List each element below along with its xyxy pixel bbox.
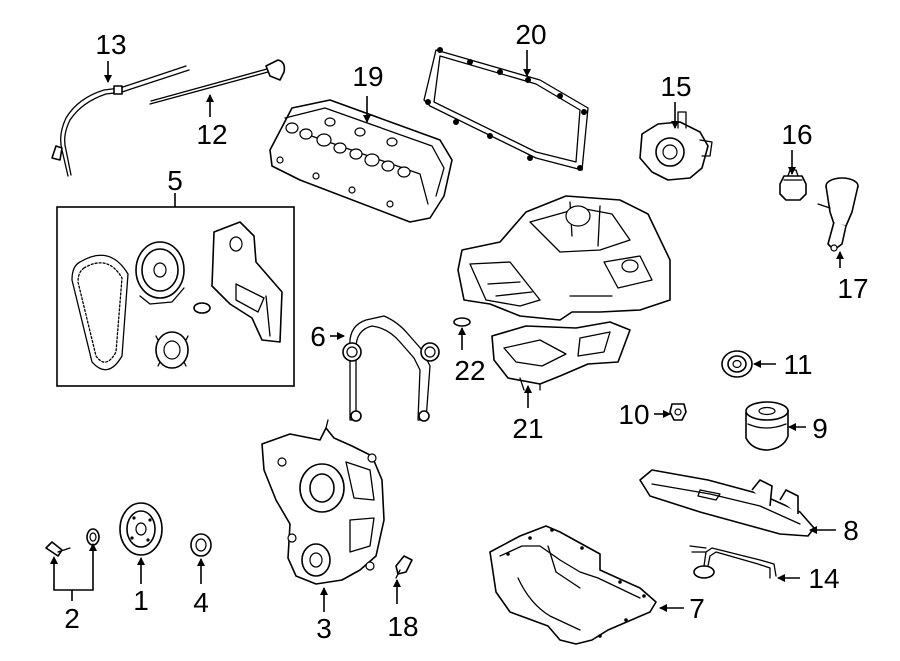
washer-part: [86, 528, 100, 546]
callout-6: 6: [310, 321, 326, 352]
pickup-tube-part: [689, 545, 777, 579]
timing-chain-part: [71, 254, 129, 371]
crank-sprocket-part: [155, 331, 189, 369]
dipstick-part: [149, 59, 286, 105]
oil-filler-tube-part: [817, 177, 859, 252]
callout-22: 22: [454, 355, 485, 386]
callout-labels: 1 2 3 4 5 6 7 8 9 10 11 12 13 14 15 16 1…: [64, 19, 868, 644]
callout-5: 5: [167, 165, 183, 196]
callout-13: 13: [95, 29, 126, 60]
callout-20: 20: [515, 19, 546, 50]
seal-ring-part: [721, 350, 753, 378]
oil-pan-part: [489, 525, 657, 645]
callout-7: 7: [689, 593, 705, 624]
sensor-part: [395, 555, 413, 579]
callout-9: 9: [812, 413, 828, 444]
seal-part: [453, 317, 471, 327]
oil-filler-cap-part: [779, 169, 807, 201]
callout-4: 4: [193, 587, 209, 618]
front-cover-part: [261, 419, 385, 585]
filter-adapter-part: [639, 111, 713, 181]
callout-19: 19: [352, 61, 383, 92]
callout-12: 12: [196, 119, 227, 150]
callout-10: 10: [618, 399, 649, 430]
oil-filter-part: [745, 401, 789, 451]
damper-bolt-part: [45, 541, 71, 557]
callout-2: 2: [64, 603, 80, 634]
callout-15: 15: [660, 71, 691, 102]
dipstick-tube-part: [51, 65, 190, 177]
callout-11: 11: [783, 349, 812, 380]
front-seal-part: [190, 533, 212, 557]
oil-pressure-sender-part: [669, 403, 687, 421]
valve-cover-part: [269, 99, 453, 223]
callout-8: 8: [843, 515, 859, 546]
timing-cover-gasket-part: [342, 315, 440, 422]
callout-3: 3: [316, 613, 332, 644]
cam-sprocket-part: [135, 241, 185, 305]
intake-manifold-part: [457, 195, 671, 391]
crankshaft-damper-part: [119, 502, 163, 556]
chain-tensioner-part: [193, 221, 283, 343]
windage-tray-part: [639, 469, 815, 537]
callout-16: 16: [781, 119, 812, 150]
callout-17: 17: [837, 273, 868, 304]
valve-cover-gasket-part: [423, 47, 589, 171]
callout-14: 14: [808, 563, 839, 594]
leader-lines: [50, 50, 844, 612]
callout-1: 1: [133, 585, 149, 616]
callout-18: 18: [387, 611, 418, 642]
callout-21: 21: [512, 413, 543, 444]
